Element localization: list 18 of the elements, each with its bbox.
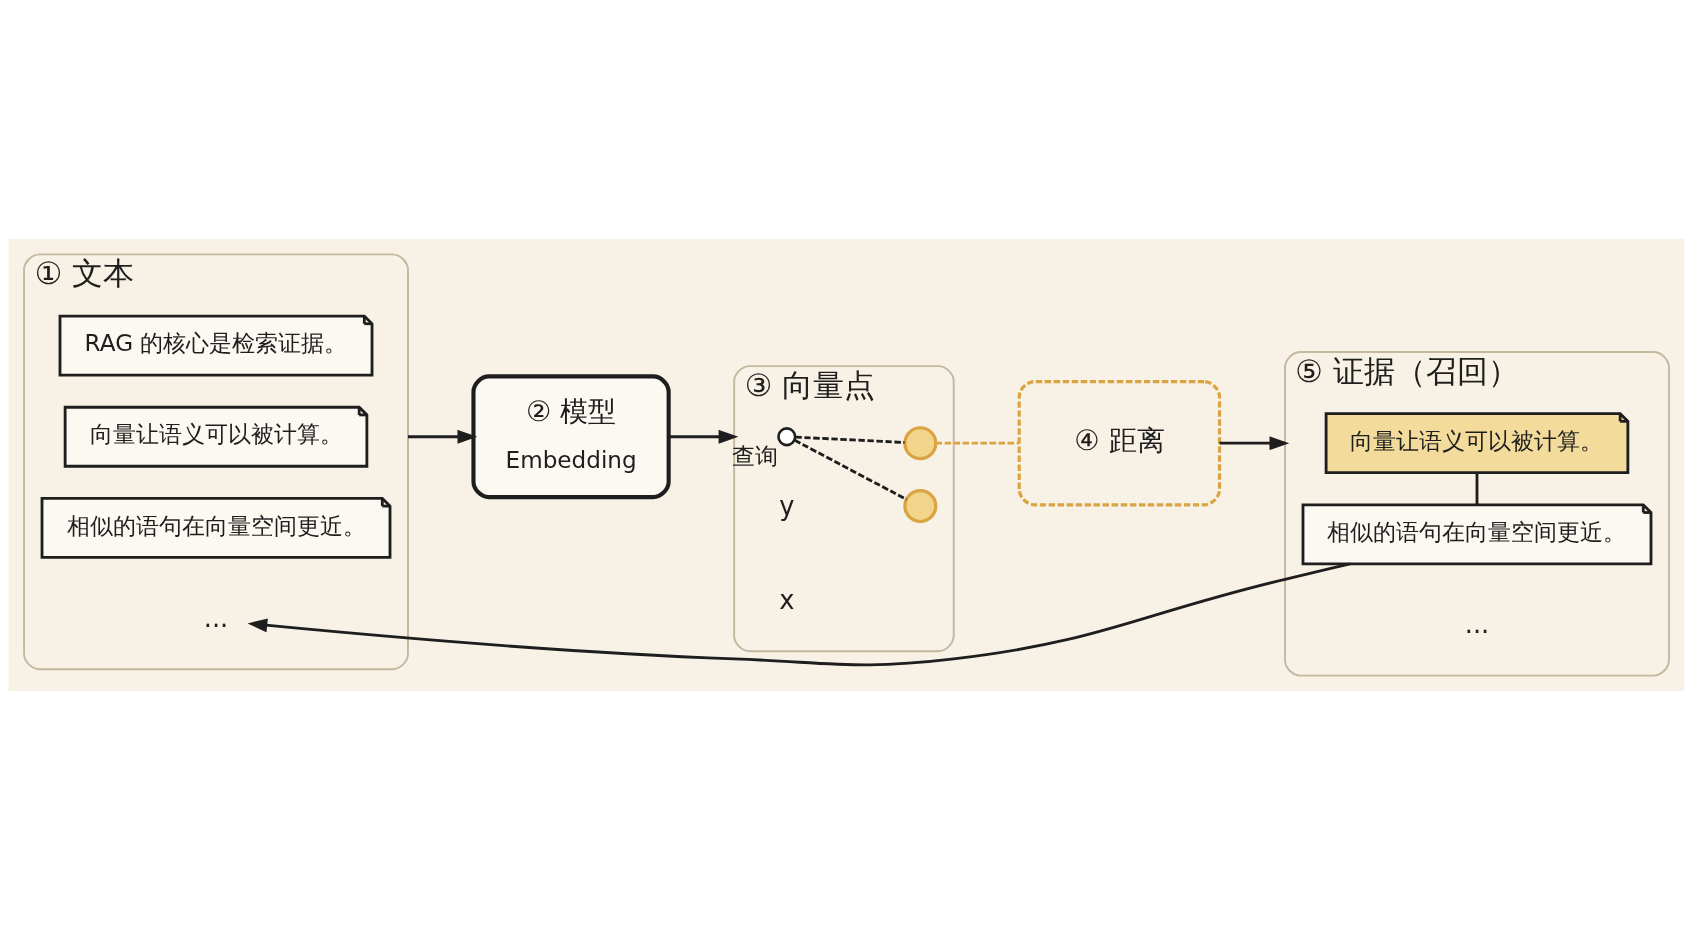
connector [794,438,908,501]
connector [935,441,1019,445]
connector [795,435,905,444]
label: y [779,490,795,521]
node-label: 查询 [731,442,778,469]
node-text: ... [1464,608,1490,639]
node-box: ② 模型 Embedding [471,373,671,499]
arrow [408,429,478,444]
connector [1475,472,1479,505]
node-circle [903,425,938,460]
node-circle [777,426,797,446]
label: x [779,584,795,615]
arrow [668,429,739,444]
node-box: ④ 距离 [1017,379,1222,506]
arrow [1219,435,1290,450]
arrow [247,562,1351,666]
node-text: ... [203,602,229,633]
node-circle [903,488,938,523]
